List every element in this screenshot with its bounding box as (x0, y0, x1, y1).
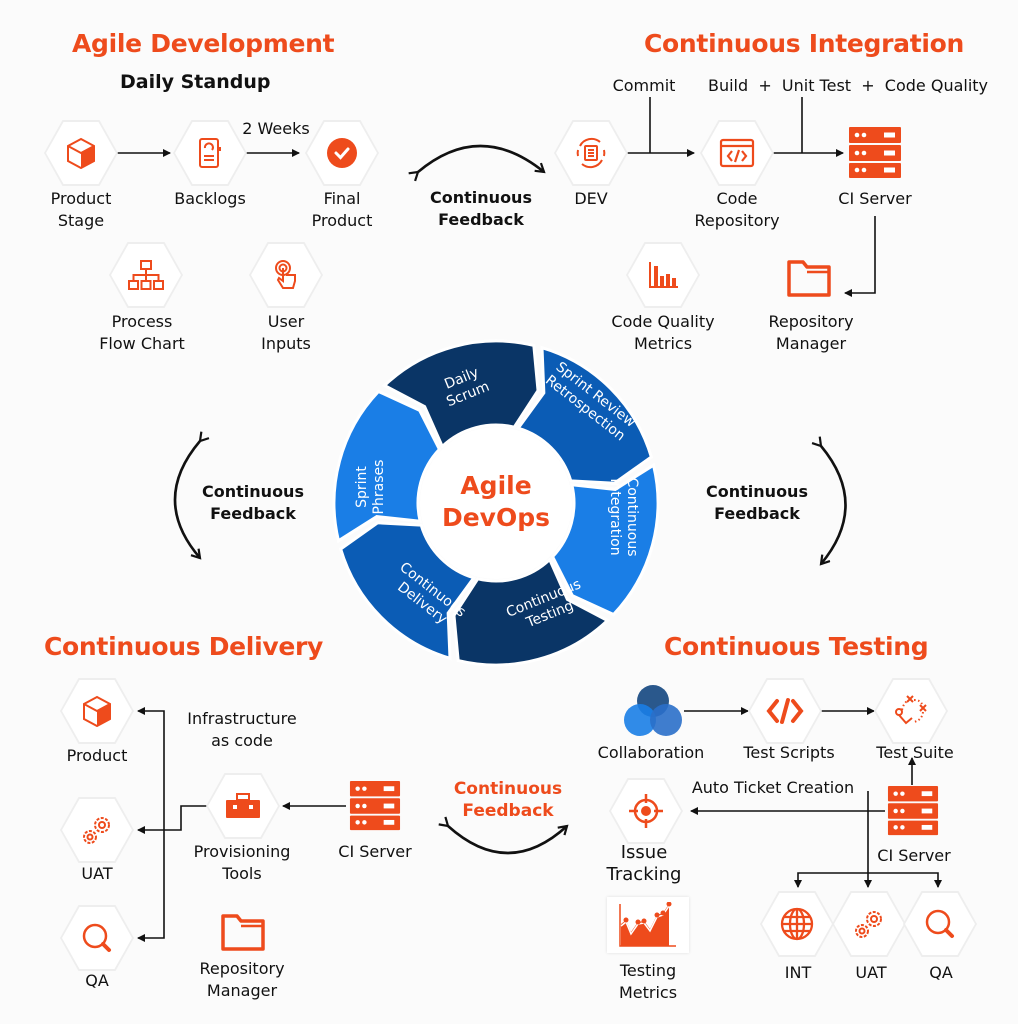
folder-icon (221, 914, 265, 951)
backlogs-label: Backlogs (174, 189, 246, 208)
node-test-scripts-hex (750, 680, 820, 742)
feedback-label-right: Continuous Feedback (706, 482, 808, 523)
test-path-icon (895, 695, 927, 725)
feedback-arc-right (811, 436, 847, 566)
gears-icon (83, 817, 110, 844)
node-backlogs-hex (175, 122, 245, 184)
venn-circles-icon (624, 685, 682, 736)
cd-uat-label: UAT (81, 864, 113, 883)
cube-icon (83, 695, 111, 727)
arrow-bus-to-qa (137, 830, 165, 942)
ci-server-label: CI Server (838, 189, 912, 208)
node-int-hex (762, 893, 832, 955)
feedback-label-top: Continuous Feedback (430, 188, 532, 229)
node-code-repository-hex (702, 122, 772, 184)
magnifier-icon (925, 909, 954, 938)
feedback-arc-bottom (438, 816, 569, 855)
arrow-bus-to-product (137, 707, 165, 830)
backlog-document-icon (199, 138, 221, 168)
segment-label-ci: Continuous Integration (607, 477, 640, 557)
flow-chart-icon (128, 260, 164, 290)
dev-label: DEV (574, 189, 608, 208)
ct-uat-label: UAT (855, 963, 887, 982)
feedback-arc-top (408, 144, 546, 182)
code-quality-label: Code Quality Metrics (611, 312, 715, 353)
gears-icon (855, 911, 882, 938)
touch-hand-icon (275, 260, 296, 289)
arrow-provisioning-to-uat (137, 805, 210, 834)
node-test-suite-hex (876, 680, 946, 742)
server-icon (349, 780, 401, 831)
provisioning-tools-label: Provisioning Tools (193, 842, 291, 883)
daily-standup-subtitle: Daily Standup (120, 71, 271, 93)
repository-manager-label: Repository Manager (768, 312, 854, 353)
agile-development-title: Agile Development (72, 29, 335, 58)
cd-ci-server-label: CI Server (338, 842, 412, 861)
int-label: INT (784, 963, 812, 982)
feedback-label-bottom: Continuous Feedback (453, 779, 563, 821)
code-brackets-icon (766, 698, 804, 724)
target-icon (629, 794, 663, 828)
globe-icon (780, 907, 814, 941)
ct-ci-server-label: CI Server (877, 846, 951, 865)
segment-label-ct: Continuous Testing (503, 576, 584, 632)
cd-qa-label: QA (85, 971, 109, 990)
node-process-flow-hex (111, 244, 181, 306)
center-title: Agile DevOps (441, 471, 551, 532)
collaboration-label: Collaboration (597, 743, 705, 762)
cd-repository-manager-label: Repository Manager (199, 959, 285, 1000)
code-window-icon (719, 138, 755, 168)
server-icon (849, 127, 901, 178)
node-ct-uat-hex (834, 893, 904, 955)
magnifier-icon (82, 923, 111, 952)
continuous-integration-title: Continuous Integration (644, 29, 964, 58)
cd-product-label: Product (66, 746, 128, 765)
segment-label-sprint-phrases: Sprint Phrases (354, 459, 387, 515)
code-repository-label: Code Repository (694, 189, 780, 230)
dev-cycle-icon (576, 137, 606, 169)
segment-label-cd: Continuous Delivery (394, 559, 469, 628)
node-issue-tracking-hex (611, 780, 681, 842)
two-weeks-label: 2 Weeks (242, 119, 310, 138)
segment-label-daily-scrum: Daily Scrum (442, 364, 492, 411)
testing-metrics-label: Testing Metrics (618, 961, 678, 1002)
continuous-testing-title: Continuous Testing (664, 632, 929, 661)
process-flow-label: Process Flow Chart (99, 312, 185, 353)
ct-qa-label: QA (929, 963, 953, 982)
test-scripts-label: Test Scripts (743, 743, 835, 762)
issue-tracking-label: Issue Tracking (606, 842, 682, 885)
continuous-delivery-title: Continuous Delivery (44, 632, 324, 661)
final-product-label: Final Product (311, 189, 373, 230)
line-chart-icon (619, 902, 676, 947)
bar-chart-icon (649, 262, 678, 288)
infrastructure-as-code-label: Infrastructure as code (187, 709, 297, 750)
node-dev-hex (556, 122, 626, 184)
commit-label: Commit (612, 76, 676, 95)
server-icon (887, 785, 939, 836)
arrow-ci-to-repo-manager (844, 216, 876, 297)
toolbox-icon (226, 793, 260, 818)
auto-ticket-creation-label: Auto Ticket Creation (691, 778, 855, 797)
node-code-quality-hex (628, 244, 698, 306)
node-ct-qa-hex (905, 893, 975, 955)
arrow-to-qa (868, 872, 942, 888)
folder-icon (787, 260, 831, 297)
feedback-label-left: Continuous Feedback (202, 482, 304, 523)
product-stage-label: Product Stage (50, 189, 112, 230)
feedback-arc-left (173, 431, 210, 560)
build-unit-test-code-quality-label: Build + Unit Test + Code Quality (707, 76, 989, 95)
cube-icon (67, 137, 95, 169)
check-circle-icon (327, 138, 357, 168)
arrow-to-int (794, 872, 868, 888)
user-inputs-label: User Inputs (261, 312, 311, 353)
test-suite-label: Test Suite (876, 743, 954, 762)
segment-label-sprint-review: Sprint Review Retrospection (542, 358, 639, 445)
